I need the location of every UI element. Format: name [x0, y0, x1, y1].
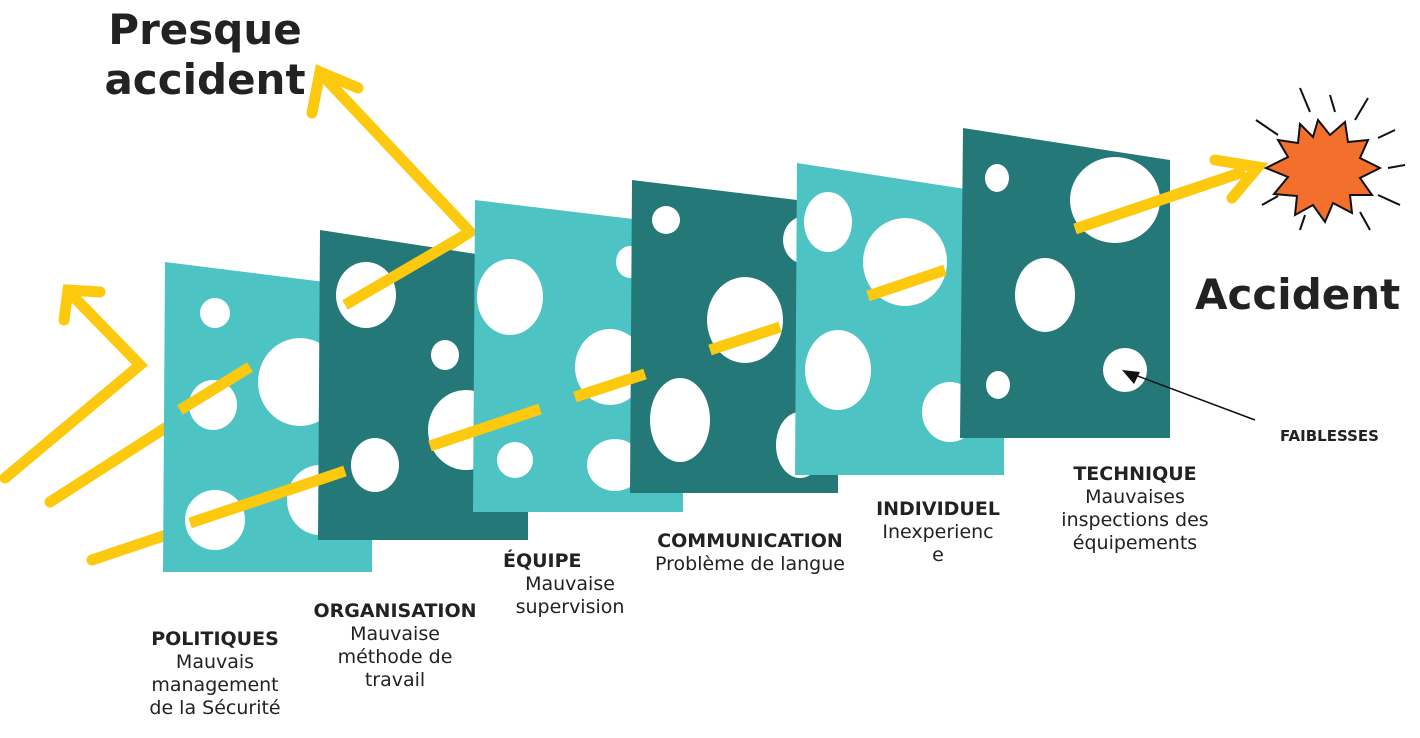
layer-description: Problème de langue	[655, 553, 845, 575]
layer-label-individuel: INDIVIDUEL Inexperienc e	[868, 498, 1008, 567]
layer-name: COMMUNICATION	[657, 530, 843, 552]
layer-name: INDIVIDUEL	[876, 498, 1000, 520]
layer-label-organisation: ORGANISATION Mauvaise méthode de travail	[300, 600, 490, 692]
blocked-arrow-path-1	[0, 287, 149, 484]
weakness-pointer	[1122, 370, 1256, 421]
layer-label-technique: TECHNIQUE Mauvaises inspections des équi…	[1040, 463, 1230, 555]
layer-description: Mauvais management de la Sécurité	[149, 651, 281, 719]
layer-name: TECHNIQUE	[1073, 463, 1197, 485]
layer-label-politiques: POLITIQUES Mauvais management de la Sécu…	[125, 628, 305, 720]
layer-description: Mauvaises inspections des équipements	[1061, 486, 1209, 554]
layer-name: POLITIQUES	[151, 628, 279, 650]
layer-label-communication: COMMUNICATION Problème de langue	[630, 530, 870, 576]
accident-label: Accident	[1195, 270, 1401, 319]
near-miss-arrowhead	[306, 64, 364, 119]
layer-description: Inexperienc e	[882, 521, 994, 566]
layer-name: ÉQUIPE	[503, 550, 582, 572]
weaknesses-label: FAIBLESSES	[1280, 427, 1379, 445]
explosion-icon	[1255, 87, 1406, 231]
layer-description: Mauvaise supervision	[515, 573, 625, 618]
layer-name: ORGANISATION	[313, 600, 477, 622]
layer-label-equipe: ÉQUIPE Mauvaise supervision	[495, 550, 645, 619]
cheese-layer-technique	[960, 128, 1170, 438]
near-miss-label: Presque accident	[104, 5, 306, 104]
accident-arrowhead	[1209, 154, 1269, 204]
arrow-through-holes	[177, 167, 1242, 529]
arrow-heads	[58, 64, 1269, 326]
blocked-arrowhead	[58, 284, 106, 326]
layer-description: Mauvaise méthode de travail	[337, 623, 453, 691]
